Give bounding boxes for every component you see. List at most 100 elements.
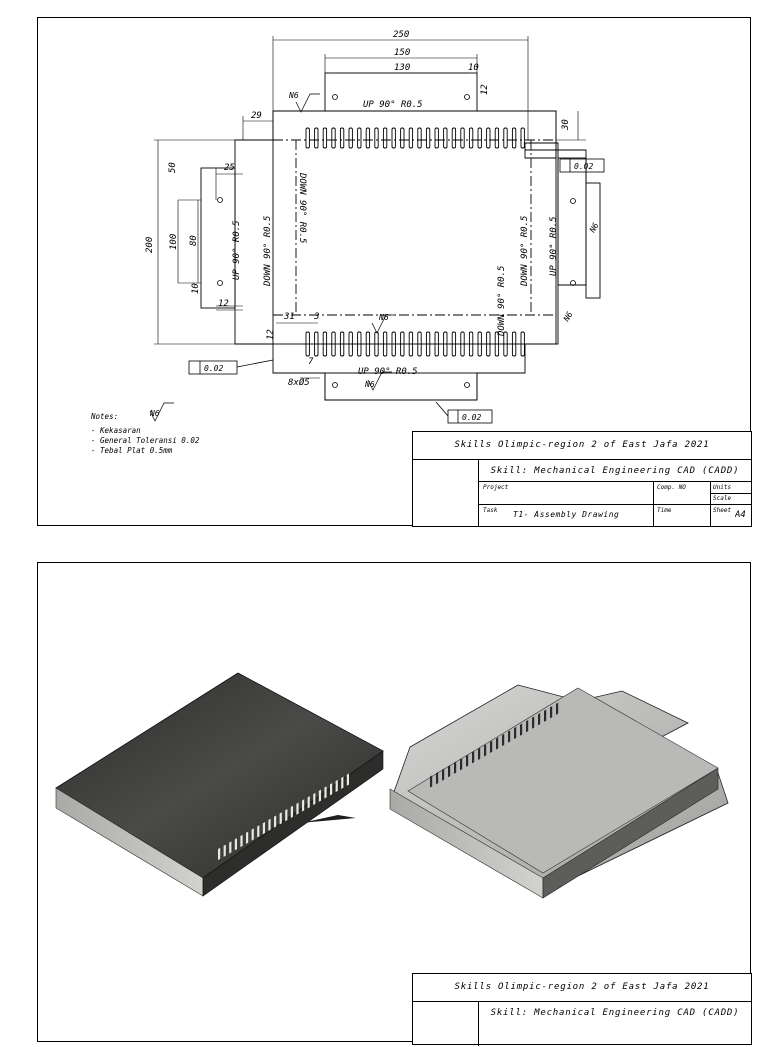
- iso-vent-slot: [218, 847, 221, 861]
- iso-vent-slot: [448, 765, 451, 778]
- iso-vent-slot: [268, 818, 271, 831]
- hole-mark: [464, 94, 470, 100]
- iso-vent-slot: [262, 821, 266, 835]
- iso-vent-slot: [335, 779, 338, 793]
- vent-slot: [400, 127, 405, 149]
- tolerance-frame: [447, 409, 493, 424]
- iso-vent-slot: [526, 719, 529, 733]
- vent-slot: [400, 331, 405, 357]
- vent-slot: [486, 127, 491, 149]
- iso-vent-slot: [454, 761, 457, 774]
- sheet-value: A4: [735, 510, 746, 520]
- tolerance-value: 0.02: [204, 364, 223, 373]
- vent-slot: [374, 127, 379, 149]
- dim-80: 80: [189, 235, 199, 246]
- bend-label-down-right2: DOWN 90° R0.5: [497, 266, 507, 337]
- tolerance-value: 0.02: [574, 162, 593, 171]
- dim-29: 29: [251, 111, 262, 121]
- vent-slot: [365, 331, 371, 357]
- vent-slot: [434, 127, 439, 149]
- vent-slot: [417, 127, 422, 149]
- roughness-symbol: [295, 93, 320, 113]
- iso-vent-slot: [514, 726, 517, 740]
- dim-10: 10: [468, 63, 479, 73]
- hole-mark: [570, 198, 576, 204]
- vent-slot: [339, 331, 345, 357]
- hole-mark: [332, 382, 338, 388]
- vent-slot: [322, 331, 328, 357]
- bend-label-down-inner: DOWN 90° R0.5: [297, 172, 307, 243]
- hole-callout: 8xØ5: [288, 377, 310, 388]
- iso-vent-slot: [285, 809, 288, 822]
- hole-mark: [332, 94, 338, 100]
- hole-mark: [464, 382, 470, 388]
- iso-vent-slot: [223, 844, 226, 857]
- task-value: T1- Assembly Drawing: [513, 510, 620, 519]
- iso-vent-slot: [538, 713, 541, 726]
- iso-vent-slot: [318, 789, 321, 802]
- vent-slot: [511, 331, 517, 357]
- note-line-1: - Kekasaran: [91, 426, 141, 435]
- iso-vent-slot: [544, 709, 547, 722]
- roughness-label: N6: [288, 91, 299, 100]
- vent-slot: [425, 331, 431, 357]
- hole-mark: [217, 280, 223, 286]
- iso-vent-slot: [496, 737, 499, 750]
- dim-130: 130: [394, 63, 410, 73]
- tolerance-value: 0.02: [462, 413, 481, 422]
- iso-vent-slot: [290, 805, 294, 819]
- logo-cell-2: [413, 1002, 479, 1046]
- title-block-2: Skills Olimpic-region 2 of East Jafa 202…: [412, 973, 752, 1046]
- vent-slot: [331, 127, 336, 149]
- iso-vent-slot: [324, 786, 327, 799]
- iso-vent-slot: [257, 825, 260, 838]
- roughness-label: N6: [378, 313, 389, 322]
- comp-no-label: Comp. NO: [657, 484, 686, 491]
- vent-slot: [443, 331, 448, 357]
- dim-200: 200: [145, 237, 155, 253]
- vent-slot: [391, 331, 396, 357]
- note-line-3: - Tebal Plat 0.5mm: [91, 446, 173, 455]
- vent-slot: [322, 127, 328, 149]
- dim-12a: 12: [480, 84, 490, 95]
- time-label: Time: [657, 507, 672, 514]
- title-block: Skills Olimpic-region 2 of East Jafa 202…: [412, 431, 752, 527]
- units-label: Units: [713, 484, 732, 491]
- vent-slot: [348, 331, 353, 357]
- iso-vent-slot: [478, 747, 481, 760]
- vent-slot: [382, 127, 388, 149]
- scale-label: Scale: [713, 495, 732, 502]
- vent-slot: [486, 331, 491, 357]
- vent-slot: [417, 331, 422, 357]
- project-label: Project: [483, 484, 509, 491]
- dim-3: 3: [313, 312, 319, 322]
- logo-cell: [413, 460, 479, 526]
- iso-vent-slot: [472, 751, 475, 764]
- vent-slot: [365, 127, 371, 149]
- left-tab: [200, 167, 236, 309]
- vent-slot: [331, 331, 336, 357]
- vent-slot: [339, 127, 345, 149]
- roughness-label: N6: [149, 409, 160, 418]
- vent-slot: [391, 127, 396, 149]
- vent-slot: [468, 331, 474, 357]
- iso-vent-slot: [430, 775, 433, 788]
- iso-vent-slot: [251, 828, 254, 841]
- right-tab: [585, 182, 601, 299]
- vent-slot: [425, 127, 431, 149]
- tolerance-frame: [188, 360, 238, 375]
- vent-slot: [408, 127, 414, 149]
- vent-slot: [357, 127, 362, 149]
- iso-vent-slot: [302, 799, 305, 812]
- iso-vent-slot: [502, 733, 505, 747]
- iso-vent-slot: [484, 744, 487, 757]
- dim-12c: 12: [266, 329, 276, 340]
- iso-vent-slot: [520, 723, 523, 736]
- vent-slot: [460, 127, 465, 149]
- title-event: Skills Olimpic-region 2 of East Jafa 202…: [413, 432, 751, 460]
- dim-12b: 12: [218, 299, 229, 309]
- isometric-part-closed: [55, 672, 384, 897]
- vent-slot: [451, 331, 457, 357]
- drawing-sheet-1: 250 150 130 10 29 30 50 25 200 100 80 10…: [37, 17, 752, 527]
- iso-vent-slot: [330, 783, 333, 796]
